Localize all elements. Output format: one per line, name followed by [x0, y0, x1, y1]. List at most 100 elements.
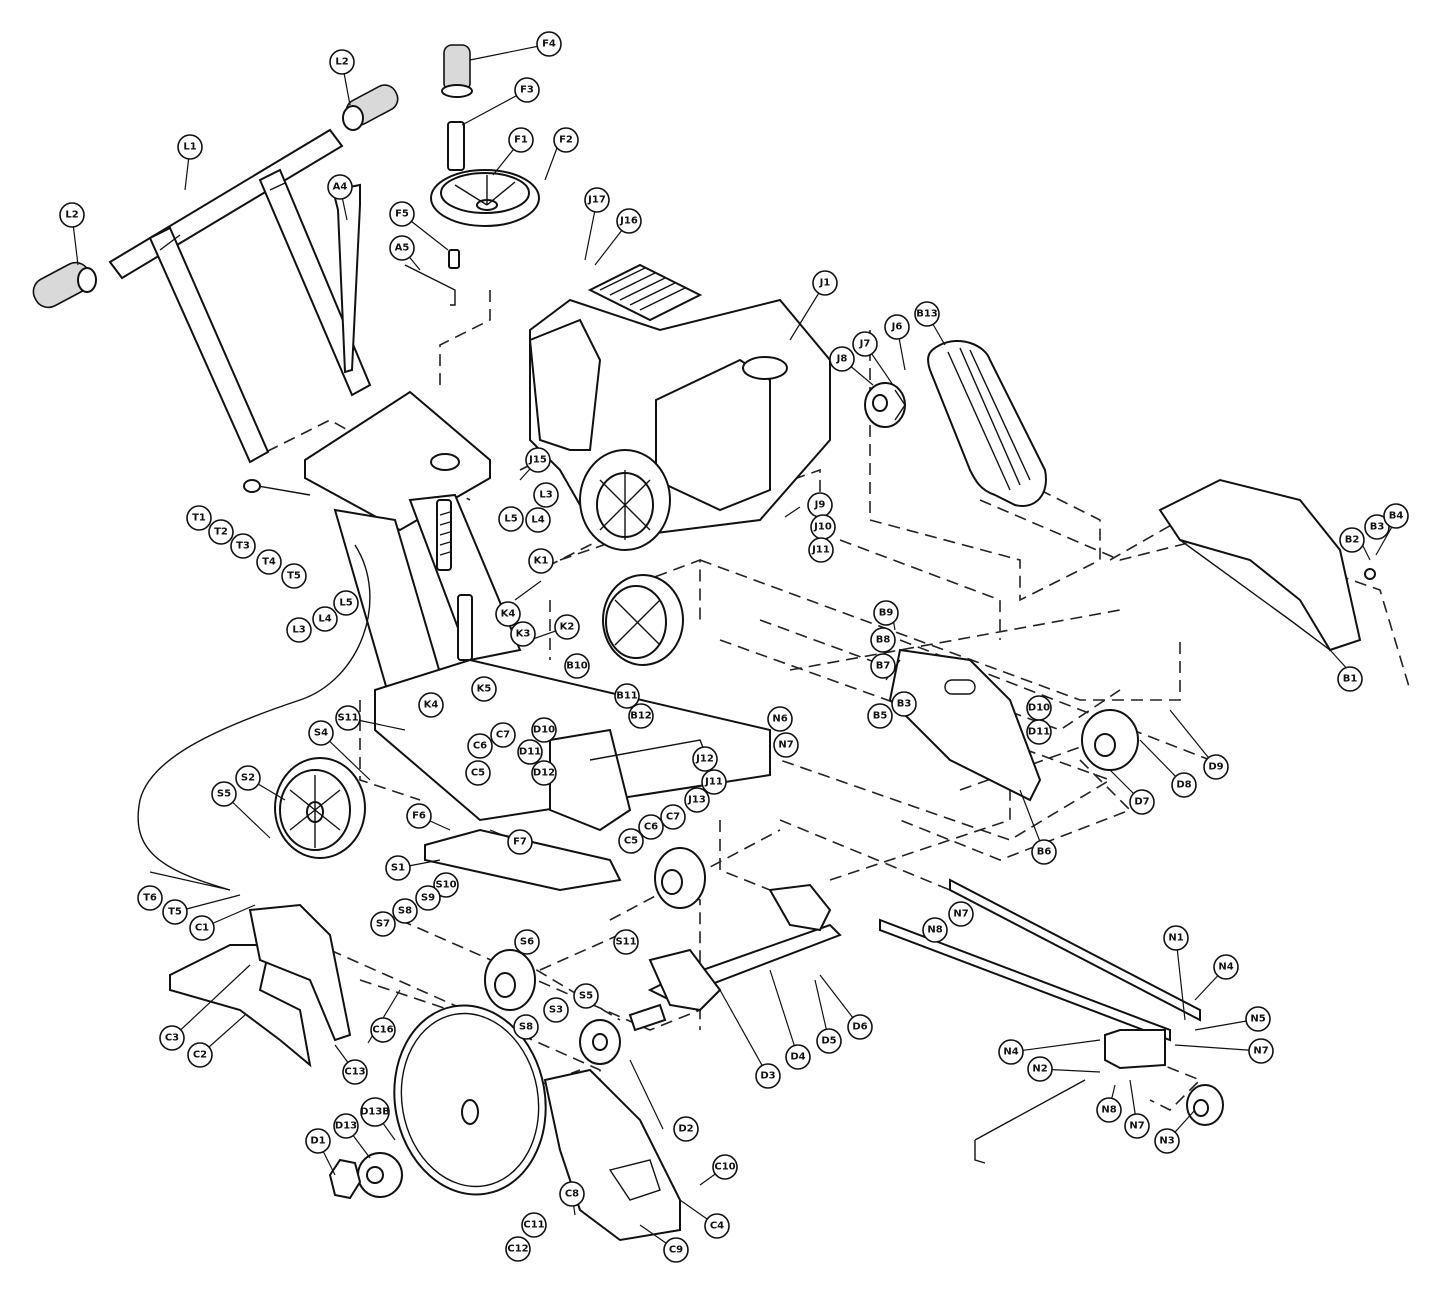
axle-and-pointer — [628, 878, 1201, 1164]
callout-circle — [564, 653, 590, 679]
callout-label: L2 — [65, 210, 78, 221]
callout-circle — [406, 803, 432, 829]
callout-label: F5 — [395, 209, 409, 220]
callout-label: D9 — [1208, 762, 1223, 773]
callout-label: F6 — [412, 811, 426, 822]
callout-k1: K1 — [528, 548, 554, 574]
callout-label: J1 — [819, 278, 831, 289]
callout-circle — [873, 600, 899, 626]
callout-label: T6 — [143, 893, 157, 904]
callout-label: C12 — [507, 1244, 528, 1255]
callout-s11b: S11 — [613, 929, 639, 955]
callout-b7: B7 — [870, 653, 896, 679]
callout-circle — [525, 507, 551, 533]
callout-label: J11 — [811, 545, 830, 556]
callout-label: A5 — [395, 243, 410, 254]
callout-label: D10 — [1028, 703, 1050, 714]
callout-label: L4 — [318, 614, 331, 625]
callout-circle — [360, 1097, 390, 1127]
callout-circle — [816, 1028, 842, 1054]
callout-circle — [914, 301, 940, 327]
callout-t5b: T5 — [162, 899, 188, 925]
callout-circle — [673, 1116, 699, 1142]
callout-label: J10 — [813, 522, 832, 533]
callout-l2a: L2 — [329, 49, 355, 75]
callout-d2: D2 — [673, 1116, 699, 1142]
callout-circle — [1171, 772, 1197, 798]
callout-d8: D8 — [1171, 772, 1197, 798]
callout-l4a: L4 — [525, 507, 551, 533]
callout-s1: S1 — [385, 855, 411, 881]
callout-circle — [922, 917, 948, 943]
callout-label: B1 — [1343, 674, 1358, 685]
callout-j12: J12 — [692, 746, 718, 772]
callout-label: D2 — [678, 1124, 693, 1135]
callout-s5: S5 — [211, 781, 237, 807]
callout-c10: C10 — [712, 1154, 738, 1180]
callout-circle — [517, 739, 543, 765]
callout-circle — [559, 1181, 585, 1207]
callout-b11: B11 — [614, 683, 640, 709]
callout-n4b: N4 — [998, 1039, 1024, 1065]
callout-circle — [1203, 754, 1229, 780]
callout-circle — [852, 331, 878, 357]
callout-circle — [389, 235, 415, 261]
callout-circle — [308, 720, 334, 746]
callout-c12: C12 — [505, 1236, 531, 1262]
callout-c6a: C6 — [467, 733, 493, 759]
callout-s2: S2 — [235, 765, 261, 791]
belt-and-pulleys — [864, 340, 1047, 507]
callout-circle — [415, 885, 441, 911]
callout-circle — [701, 769, 727, 795]
callout-n1: N1 — [1163, 925, 1189, 951]
callout-label: D11 — [1028, 727, 1050, 738]
callout-n6: N6 — [767, 706, 793, 732]
callout-s9: S9 — [415, 885, 441, 911]
callout-b2: B2 — [1339, 527, 1365, 553]
callout-circle — [584, 187, 610, 213]
callout-s8b: S8 — [513, 1014, 539, 1040]
callout-b12: B12 — [628, 703, 654, 729]
callout-c7a: C7 — [490, 722, 516, 748]
callout-circle — [1337, 666, 1363, 692]
callout-label: D4 — [790, 1052, 805, 1063]
callout-c11: C11 — [521, 1212, 547, 1238]
callout-label: J17 — [587, 195, 606, 206]
callout-circle — [433, 872, 459, 898]
callout-c4: C4 — [704, 1213, 730, 1239]
callout-label: C10 — [714, 1162, 735, 1173]
callout-s10: S10 — [433, 872, 459, 898]
callout-circle — [137, 885, 163, 911]
callout-label: S7 — [376, 919, 390, 930]
callout-f3: F3 — [514, 77, 540, 103]
callout-label: J7 — [859, 339, 871, 350]
callout-circle — [370, 911, 396, 937]
callout-label: C1 — [195, 923, 209, 934]
callout-label: D8 — [1176, 780, 1191, 791]
callout-circle — [847, 1014, 873, 1040]
callout-label: S1 — [391, 863, 405, 874]
callout-label: C5 — [624, 836, 638, 847]
callout-k3: K3 — [510, 621, 536, 647]
mast-and-frame — [304, 390, 522, 702]
callout-label: C6 — [473, 741, 487, 752]
callout-circle — [507, 829, 533, 855]
callout-c8: C8 — [559, 1181, 585, 1207]
callout-b10: B10 — [564, 653, 590, 679]
callout-label: T5 — [168, 907, 182, 918]
callout-l4b: L4 — [312, 606, 338, 632]
callout-circle — [829, 346, 855, 372]
callout-f6: F6 — [406, 803, 432, 829]
callout-f4: F4 — [536, 31, 562, 57]
callout-l5b: L5 — [333, 590, 359, 616]
callout-circle — [521, 1212, 547, 1238]
callout-label: T2 — [214, 527, 228, 538]
callout-label: S5 — [579, 991, 593, 1002]
callout-label: S11 — [337, 713, 358, 724]
cable-and-linkage — [137, 479, 371, 891]
callout-label: S8 — [398, 906, 412, 917]
callout-label: B5 — [873, 711, 888, 722]
callout-label: F3 — [520, 85, 534, 96]
